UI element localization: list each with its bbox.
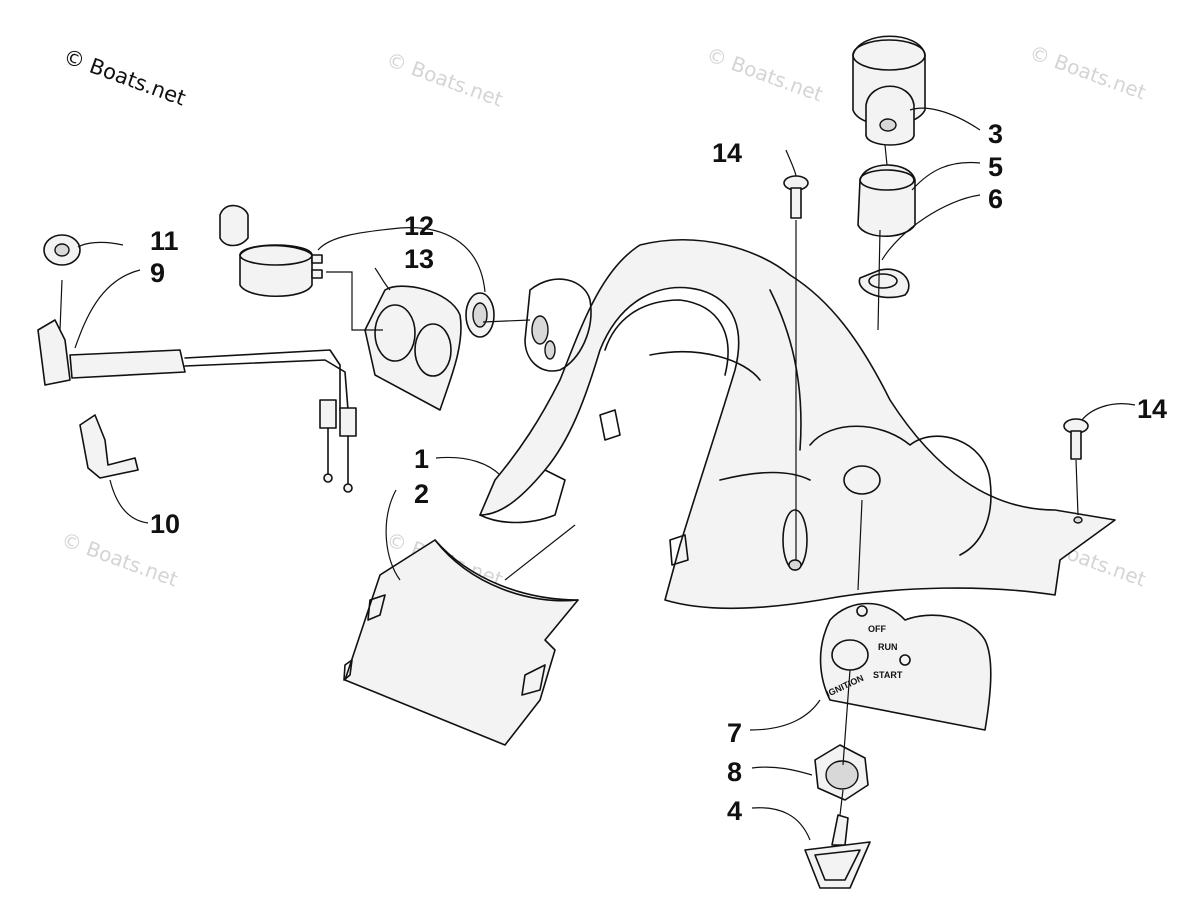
ignition-plate: OFF RUN START IGNITION [819, 602, 992, 731]
callout-11: 11 [150, 226, 179, 256]
callout-13: 13 [404, 244, 434, 274]
callout-1: 1 [414, 444, 429, 474]
console-housing [479, 239, 1116, 610]
screw [1063, 418, 1089, 460]
callout-5: 5 [988, 152, 1003, 182]
callout-4: 4 [727, 796, 742, 826]
copyright-text: © Boats.net [60, 44, 189, 110]
callout-12: 12 [404, 211, 434, 241]
callout-3: 3 [988, 119, 1003, 149]
callout-14: 14 [1137, 394, 1167, 424]
watermark: © Boats.net [1026, 40, 1149, 104]
watermark: © Boats.net [383, 47, 506, 111]
watermark: © Boats.net [703, 42, 826, 106]
callout-7: 7 [727, 718, 742, 748]
callout-14: 14 [712, 138, 742, 168]
grommet [43, 234, 81, 266]
plug-assembly [852, 35, 926, 299]
callout-6: 6 [988, 184, 1003, 214]
ignition-key [804, 814, 871, 889]
throttle-cable [37, 319, 357, 493]
callout-9: 9 [150, 258, 165, 288]
switch-label-off: OFF [868, 624, 886, 634]
throttle-lever [79, 414, 139, 479]
callout-numbers: 1 2 3 4 5 6 7 8 9 10 11 12 13 14 14 [150, 119, 1167, 826]
outlet-bezel [364, 285, 462, 411]
screw [783, 175, 809, 219]
lower-panel [343, 539, 579, 746]
power-outlet [219, 204, 323, 298]
switch-label-start: START [873, 670, 903, 680]
callout-10: 10 [150, 509, 180, 539]
callout-2: 2 [414, 479, 429, 509]
leader-lines [59, 107, 1136, 841]
retaining-ring [465, 292, 495, 338]
switch-label-run: RUN [878, 642, 898, 652]
ignition-nut [814, 744, 869, 801]
callout-8: 8 [727, 757, 742, 787]
